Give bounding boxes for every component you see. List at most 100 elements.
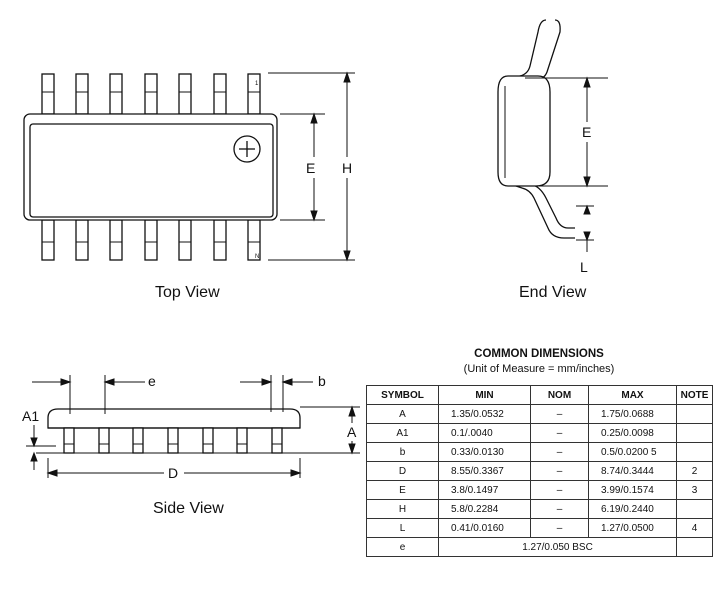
- cell-symbol: A1: [366, 423, 439, 443]
- cell-min: 0.1/.0040: [438, 423, 531, 443]
- top-view-pin: [41, 219, 55, 261]
- top-view-caption: Top View: [155, 284, 220, 301]
- cell-nom: –: [530, 404, 589, 424]
- end-view-lead-lower-outer: [509, 183, 575, 239]
- cell-symbol: D: [366, 461, 439, 481]
- pinN-marker: N: [255, 254, 259, 260]
- end-view-lead-inner: [520, 19, 561, 81]
- end-view-caption: End View: [519, 284, 587, 301]
- header-max: MAX: [588, 385, 677, 405]
- top-view-pin: [109, 73, 123, 115]
- cell-note: 3: [676, 480, 713, 500]
- table-row: A1 0.1/.0040 – 0.25/0.0098: [366, 423, 713, 443]
- cell-symbol: e: [366, 537, 439, 557]
- cell-symbol: b: [366, 442, 439, 462]
- top-view-pin: [75, 73, 89, 115]
- cell-nom: –: [530, 423, 589, 443]
- top-view-body-outer: [23, 113, 278, 221]
- header-note: NOTE: [676, 385, 713, 405]
- cell-note: 4: [676, 518, 713, 538]
- cell-note: [676, 423, 713, 443]
- top-view-body-inner: [29, 123, 274, 218]
- table-row: D 8.55/0.3367 – 8.74/0.3444 2: [366, 461, 713, 481]
- cell-max: 0.25/0.0098: [588, 423, 677, 443]
- top-view-e-label: E: [306, 160, 315, 176]
- common-dimensions-table: SYMBOL MIN NOM MAX NOTE A 1.35/0.0532 – …: [366, 385, 713, 557]
- circle-plus-icon: [233, 135, 261, 163]
- top-view-e-dimension: [280, 112, 325, 222]
- table-title: COMMON DIMENSIONS: [474, 348, 604, 360]
- cell-max: 1.75/0.0688: [588, 404, 677, 424]
- cell-note: [676, 499, 713, 519]
- cell-max: 0.5/0.0200 5: [588, 442, 677, 462]
- side-view-a1-dimension: [26, 425, 56, 470]
- cell-note: 2: [676, 461, 713, 481]
- side-view-a1-label: A1: [22, 408, 39, 424]
- top-view-upper-pins: [41, 73, 261, 115]
- side-view-a-label: A: [347, 424, 357, 440]
- side-view-body: [47, 408, 301, 429]
- cell-nom: –: [530, 518, 589, 538]
- cell-bsc-value: 1.27/0.050 BSC: [438, 537, 677, 557]
- cell-min: 0.41/0.0160: [438, 518, 531, 538]
- side-view-d-label: D: [168, 465, 178, 481]
- table-row: H 5.8/0.2284 – 6.19/0.2440: [366, 499, 713, 519]
- top-view-pin: [41, 73, 55, 115]
- top-view-pin: [144, 219, 158, 261]
- table-row: b 0.33/0.0130 – 0.5/0.0200 5: [366, 442, 713, 462]
- table-subtitle: (Unit of Measure = mm/inches): [463, 363, 615, 375]
- table-row: E 3.8/0.1497 – 3.99/0.1574 3: [366, 480, 713, 500]
- end-view-l-label: L: [580, 259, 588, 275]
- pin1-marker: 1: [255, 81, 259, 87]
- table-row: A 1.35/0.0532 – 1.75/0.0688: [366, 404, 713, 424]
- cell-nom: –: [530, 499, 589, 519]
- top-view-pin: [213, 219, 227, 261]
- top-view-pin: [178, 73, 192, 115]
- side-view-d-dimension: [46, 458, 302, 478]
- cell-note: [676, 404, 713, 424]
- end-view-e-dimension: [525, 76, 608, 188]
- top-view-pin: [75, 219, 89, 261]
- side-view-pin: [63, 427, 75, 454]
- cell-min: 0.33/0.0130: [438, 442, 531, 462]
- cell-min: 5.8/0.2284: [438, 499, 531, 519]
- side-view-pins: [63, 427, 283, 454]
- cell-symbol: H: [366, 499, 439, 519]
- side-view-pin: [98, 427, 110, 454]
- top-view-pin: [109, 219, 123, 261]
- table-row: e 1.27/0.050 BSC: [366, 537, 713, 557]
- side-view-e-dimension: [32, 375, 145, 414]
- side-view-caption: Side View: [153, 500, 224, 517]
- cell-nom: –: [530, 461, 589, 481]
- cell-note: [676, 442, 713, 462]
- top-view-pin: [213, 73, 227, 115]
- cell-min: 3.8/0.1497: [438, 480, 531, 500]
- side-view-pin: [167, 427, 179, 454]
- side-view-pin: [236, 427, 248, 454]
- top-view-h-dimension: [268, 71, 355, 262]
- side-view-pin: [202, 427, 214, 454]
- cell-nom: –: [530, 480, 589, 500]
- cell-symbol: A: [366, 404, 439, 424]
- top-view-pin: [178, 219, 192, 261]
- top-view-pin: [144, 73, 158, 115]
- cell-symbol: E: [366, 480, 439, 500]
- cell-max: 6.19/0.2440: [588, 499, 677, 519]
- header-symbol: SYMBOL: [366, 385, 439, 405]
- cell-nom: –: [530, 442, 589, 462]
- table-header-row: SYMBOL MIN NOM MAX NOTE: [366, 385, 713, 405]
- cell-max: 8.74/0.3444: [588, 461, 677, 481]
- end-view-l-dimension: [576, 204, 594, 252]
- side-view-pin: [132, 427, 144, 454]
- top-view-h-label: H: [342, 160, 352, 176]
- side-view-b-dimension: [240, 375, 313, 412]
- end-view-lead-outer: [509, 19, 547, 81]
- header-min: MIN: [438, 385, 531, 405]
- side-view-e-label: e: [148, 373, 156, 389]
- top-view: 1 N E H: [23, 71, 355, 262]
- end-view-e-label: E: [582, 124, 591, 140]
- end-view: E L: [497, 19, 608, 275]
- top-view-lower-pins: [41, 219, 261, 261]
- top-view-pin: [247, 73, 261, 115]
